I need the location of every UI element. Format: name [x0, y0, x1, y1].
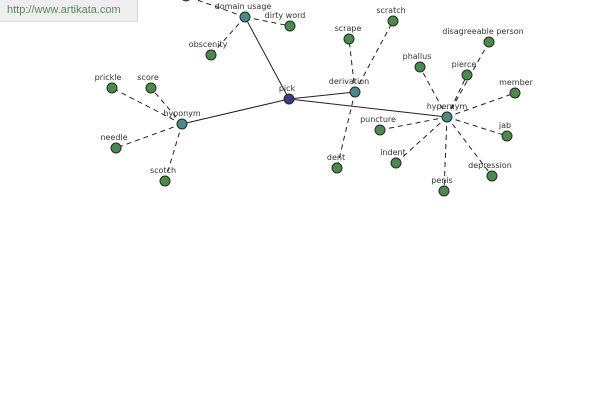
node-score[interactable]	[145, 82, 157, 94]
node-dirty-word[interactable]	[284, 20, 296, 32]
edges-layer	[111, 0, 516, 192]
edge-domain-usage-obscenity	[210, 16, 246, 56]
node-label-pierce[interactable]: pierce	[452, 60, 477, 69]
node-label-disagreeable-person[interactable]: disagreeable person	[442, 27, 524, 36]
node-obscenity[interactable]	[205, 49, 217, 61]
node-member[interactable]	[509, 87, 521, 99]
node-dent[interactable]	[331, 162, 343, 174]
node-domain-usage[interactable]	[239, 11, 251, 23]
site-url-link[interactable]: http://www.artikata.com	[7, 4, 121, 16]
node-indent[interactable]	[390, 157, 402, 169]
node-scratch[interactable]	[387, 15, 399, 27]
node-scotch[interactable]	[159, 175, 171, 187]
edge-hypernym-pierce	[446, 74, 468, 118]
node-label-indent[interactable]: indent	[380, 148, 406, 157]
edge-hypernym-member	[446, 92, 516, 118]
node-label-pick[interactable]: pick	[279, 84, 296, 93]
node-penis[interactable]	[438, 185, 450, 197]
node-label-penis[interactable]: penis	[431, 176, 452, 185]
node-prickle[interactable]	[106, 82, 118, 94]
edge-pick-derivation	[288, 91, 356, 100]
node-depression[interactable]	[486, 170, 498, 182]
edge-pick-hyponym	[181, 98, 290, 125]
node-pick[interactable]	[283, 93, 295, 105]
node-label-scrape[interactable]: scrape	[335, 24, 362, 33]
node-label-dirty-word[interactable]: dirty word	[265, 11, 306, 20]
node-phallus[interactable]	[414, 61, 426, 73]
node-jab[interactable]	[501, 130, 513, 142]
edge-pick-hypernym	[288, 98, 448, 118]
edge-hypernym-puncture	[379, 116, 448, 131]
node-label-derivation[interactable]: derivation	[329, 77, 369, 86]
edge-hypernym-indent	[395, 116, 448, 164]
node-label-scratch[interactable]: scratch	[376, 6, 405, 15]
node-hypernym[interactable]	[441, 111, 453, 123]
node-scrape[interactable]	[343, 33, 355, 45]
edge-derivation-dent	[336, 91, 356, 169]
edge-pick-domain-usage	[244, 16, 290, 100]
edge-hypernym-phallus	[419, 66, 448, 118]
edge-hypernym-depression	[446, 116, 493, 177]
node-label-member[interactable]: member	[499, 78, 534, 87]
node-label-needle[interactable]: needle	[100, 133, 127, 142]
node-label-jab[interactable]: jab	[498, 121, 511, 130]
edge-derivation-scratch	[354, 20, 394, 93]
edge-hyponym-prickle	[111, 87, 183, 125]
node-label-phallus[interactable]: phallus	[403, 52, 432, 61]
node-label-score[interactable]: score	[137, 73, 159, 82]
node-puncture[interactable]	[374, 124, 386, 136]
node-offscreen[interactable]	[181, 0, 191, 2]
node-label-hyponym[interactable]: hyponym	[163, 109, 201, 118]
node-disagreeable-person[interactable]	[483, 36, 495, 48]
edge-hyponym-needle	[115, 123, 183, 149]
node-derivation[interactable]	[349, 86, 361, 98]
edge-domain-usage-offscreen	[195, 0, 246, 18]
node-pierce[interactable]	[461, 69, 473, 81]
edge-domain-usage-dirty-word	[244, 16, 291, 27]
edge-hyponym-score	[150, 87, 183, 125]
node-label-domain-usage[interactable]: domain usage	[215, 2, 272, 11]
node-label-scotch[interactable]: scotch	[150, 166, 176, 175]
node-label-obscenity[interactable]: obscenity	[189, 40, 228, 49]
node-label-depression[interactable]: depression	[468, 161, 512, 170]
edge-hypernym-jab	[446, 116, 508, 137]
node-label-prickle[interactable]: prickle	[95, 73, 122, 82]
node-label-dent[interactable]: dent	[327, 153, 345, 162]
nodes-layer: pick domain usage hyponym derivation hyperny…	[95, 0, 534, 197]
node-label-puncture[interactable]: puncture	[360, 115, 396, 124]
edge-hyponym-scotch	[164, 123, 183, 182]
node-hyponym[interactable]	[176, 118, 188, 130]
node-needle[interactable]	[110, 142, 122, 154]
edge-hypernym-penis	[443, 116, 448, 192]
site-banner: http://www.artikata.com	[0, 0, 138, 22]
node-label-hypernym[interactable]: hypernym	[427, 102, 468, 111]
